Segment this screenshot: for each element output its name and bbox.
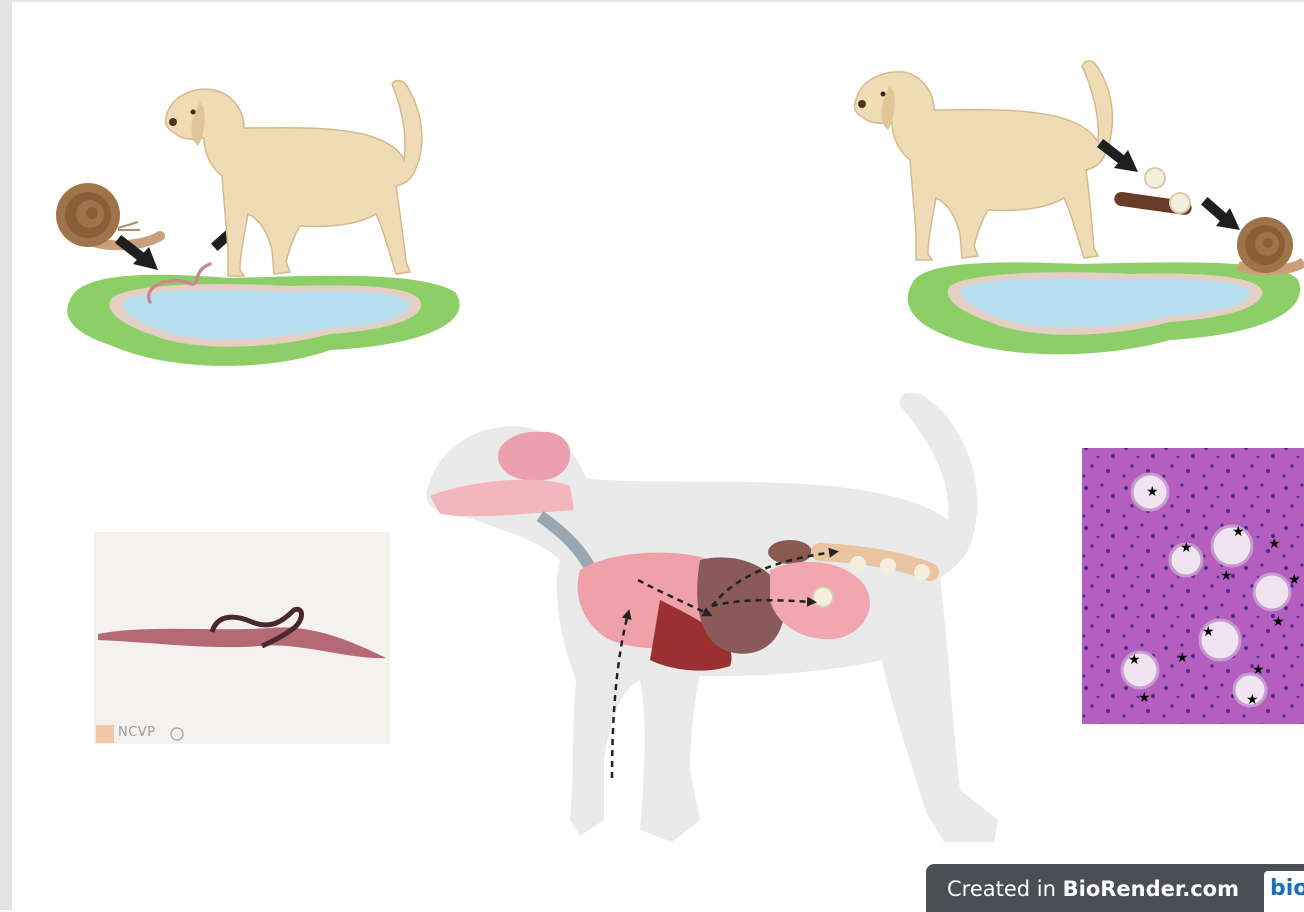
star-marker: ★ [1268,536,1281,552]
biorender-logo: bio [1264,871,1304,912]
egg-intestine [813,587,833,607]
star-marker: ★ [1202,624,1215,640]
star-marker: ★ [1128,652,1141,668]
biorender-logo-text: bio [1270,876,1304,901]
biorender-credit-badge[interactable]: Created in BioRender.com bio [926,864,1304,912]
arrow-dog-to-feces [1104,146,1122,160]
snail-left [56,183,160,247]
histology-image: ★ ★ ★ ★ ★ ★ ★ ★ ★ ★ ★ ★ ★ [1082,448,1304,724]
star-marker: ★ [1288,572,1301,588]
star-marker: ★ [1176,650,1189,666]
star-marker: ★ [1180,540,1193,556]
egg-section-4 [1254,574,1290,610]
egg-colon-2 [880,558,896,574]
credit-text: Created in BioRender.com [947,877,1239,901]
snail-right [1237,217,1304,273]
infection-scene [56,81,460,366]
credit-prefix: Created in [947,877,1063,901]
arrow-feces-to-snail [1208,204,1224,218]
star-marker: ★ [1272,614,1285,630]
credit-brand: BioRender.com [1063,877,1239,901]
star-marker: ★ [1146,484,1159,500]
adult-worm-photo [95,533,389,743]
star-marker: ★ [1138,690,1151,706]
egg-colon-1 [850,556,866,572]
dog-left [165,81,421,276]
ncvp-logo-mark [96,725,114,743]
ncvp-watermark: NCVP [118,725,156,740]
dog-right [854,61,1112,260]
egg-1 [1145,168,1165,188]
star-marker: ★ [1246,692,1259,708]
dog-anatomy [426,393,998,842]
egg-2 [1170,193,1190,213]
shedding-scene [854,61,1304,354]
star-marker: ★ [1252,662,1265,678]
star-marker: ★ [1220,568,1233,584]
egg-colon-3 [914,564,930,580]
star-marker: ★ [1232,524,1245,540]
